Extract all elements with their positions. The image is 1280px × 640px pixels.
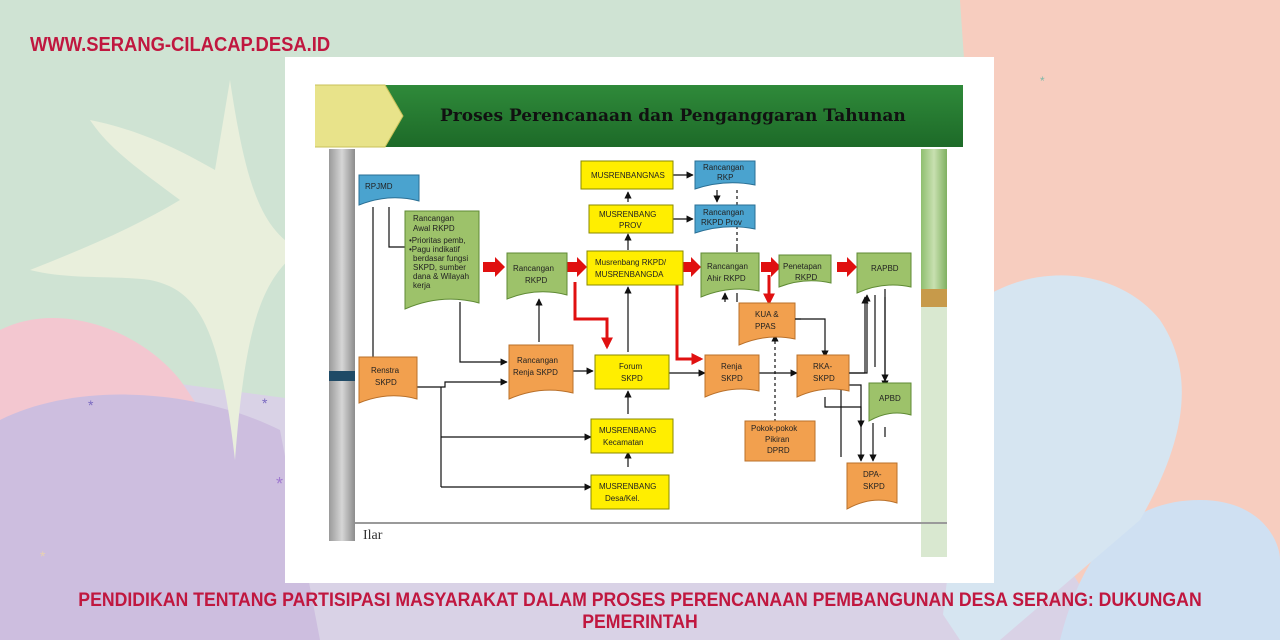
node-rancangan-ahir-rkpd[interactable]: Rancangan Ahir RKPD — [700, 252, 760, 298]
left-rail — [329, 149, 355, 371]
node-apbd[interactable]: APBD — [868, 382, 912, 422]
node-rapbd[interactable]: RAPBD — [856, 252, 912, 294]
svg-text:RKPD: RKPD — [525, 276, 547, 285]
svg-text:PROV: PROV — [619, 221, 642, 230]
svg-text:Kecamatan: Kecamatan — [603, 438, 643, 447]
svg-text:SKPD: SKPD — [721, 374, 743, 383]
footer-label: Ilar — [363, 528, 383, 543]
svg-text:Ahir RKPD: Ahir RKPD — [707, 274, 746, 283]
node-rka-skpd[interactable]: RKA- SKPD — [796, 354, 850, 398]
svg-text:MUSRENBANG: MUSRENBANG — [599, 426, 656, 435]
red-flow-arrows — [483, 257, 857, 365]
svg-text:RKP: RKP — [717, 173, 733, 182]
svg-text:RAPBD: RAPBD — [871, 264, 899, 273]
svg-text:Forum: Forum — [619, 362, 642, 371]
svg-text:Pikiran: Pikiran — [765, 435, 789, 444]
diagram-title: Proses Perencanaan dan Penganggaran Tahu… — [440, 106, 906, 126]
right-rail-divider — [921, 289, 947, 307]
node-musrenbang-kecamatan[interactable]: MUSRENBANG Kecamatan — [590, 418, 674, 454]
svg-text:DPRD: DPRD — [767, 446, 790, 455]
node-rancangan-rkp[interactable]: Rancangan RKP — [694, 160, 756, 190]
svg-text:SKPD: SKPD — [621, 374, 643, 383]
node-musrenbang-prov[interactable]: MUSRENBANG PROV — [588, 204, 674, 234]
svg-text:Rancangan: Rancangan — [513, 264, 554, 273]
right-rail-lower — [921, 307, 947, 557]
svg-text:Rancangan: Rancangan — [707, 262, 748, 271]
svg-text:kerja: kerja — [413, 281, 431, 290]
svg-text:MUSRENBANG: MUSRENBANG — [599, 210, 656, 219]
svg-text:RKA-: RKA- — [813, 362, 832, 371]
node-rancangan-rkpd[interactable]: Rancangan RKPD — [506, 252, 568, 300]
site-url[interactable]: WWW.SERANG-CILACAP.DESA.ID — [30, 34, 331, 56]
node-rancangan-rkpd-prov[interactable]: Rancangan RKPD Prov — [694, 204, 756, 234]
svg-text:RPJMD: RPJMD — [365, 182, 393, 191]
star-decoration: * — [88, 397, 94, 413]
svg-text:berdasar fungsi: berdasar fungsi — [413, 254, 468, 263]
svg-text:Penetapan: Penetapan — [783, 262, 822, 271]
svg-text:Rancangan: Rancangan — [703, 208, 744, 217]
svg-text:Rancangan: Rancangan — [413, 214, 454, 223]
svg-text:RKPD Prov: RKPD Prov — [701, 218, 742, 227]
svg-text:Renja SKPD: Renja SKPD — [513, 368, 558, 377]
svg-text:Musrenbang RKPD/: Musrenbang RKPD/ — [595, 258, 667, 267]
star-decoration: * — [1040, 74, 1045, 88]
svg-text:Awal RKPD: Awal RKPD — [413, 224, 455, 233]
left-rail-divider — [329, 371, 355, 381]
node-kua-ppas[interactable]: KUA & PPAS — [738, 302, 796, 346]
star-decoration: * — [40, 548, 46, 564]
svg-text:SKPD: SKPD — [813, 374, 835, 383]
svg-text:Renstra: Renstra — [371, 366, 400, 375]
node-rancangan-awal-rkpd[interactable]: Rancangan Awal RKPD •Prioritas pemb, •Pa… — [404, 210, 480, 310]
article-caption[interactable]: PENDIDIKAN TENTANG PARTISIPASI MASYARAKA… — [78, 590, 1202, 633]
svg-text:Pokok-pokok: Pokok-pokok — [751, 424, 798, 433]
svg-text:PPAS: PPAS — [755, 322, 776, 331]
svg-text:SKPD: SKPD — [375, 378, 397, 387]
svg-text:Rancangan: Rancangan — [703, 163, 744, 172]
svg-text:Renja: Renja — [721, 362, 742, 371]
svg-text:SKPD: SKPD — [863, 482, 885, 491]
node-renja-skpd[interactable]: Renja SKPD — [704, 354, 760, 398]
svg-text:•Prioritas pemb,: •Prioritas pemb, — [409, 236, 466, 245]
svg-text:RKPD: RKPD — [795, 273, 817, 282]
node-musrenbang-desa[interactable]: MUSRENBANG Desa/Kel. — [590, 474, 670, 510]
svg-text:MUSRENBANG: MUSRENBANG — [599, 482, 656, 491]
svg-text:MUSRENBANGDA: MUSRENBANGDA — [595, 270, 664, 279]
svg-text:dana & Wilayah: dana & Wilayah — [413, 272, 469, 281]
left-rail-lower — [329, 381, 355, 541]
right-side-connectors — [795, 296, 889, 462]
node-forum-skpd[interactable]: Forum SKPD — [594, 354, 670, 390]
node-rancangan-renja-skpd[interactable]: Rancangan Renja SKPD — [508, 344, 574, 400]
svg-text:SKPD, sumber: SKPD, sumber — [413, 263, 466, 272]
node-penetapan-rkpd[interactable]: Penetapan RKPD — [778, 254, 832, 288]
node-musrenbang-rkpd[interactable]: Musrenbang RKPD/ MUSRENBANGDA — [586, 250, 684, 286]
svg-text:Rancangan: Rancangan — [517, 356, 558, 365]
svg-text:Desa/Kel.: Desa/Kel. — [605, 494, 640, 503]
diagram-card: Proses Perencanaan dan Penganggaran Tahu… — [285, 57, 994, 583]
node-rpjmd[interactable]: RPJMD — [358, 174, 420, 206]
svg-text:MUSRENBANGNAS: MUSRENBANGNAS — [591, 171, 665, 180]
svg-text:•Pagu indikatif: •Pagu indikatif — [409, 245, 461, 254]
node-dpa-skpd[interactable]: DPA- SKPD — [846, 462, 898, 510]
svg-text:KUA &: KUA & — [755, 310, 779, 319]
star-decoration: * — [276, 474, 284, 494]
title-bar: Proses Perencanaan dan Penganggaran Tahu… — [315, 84, 963, 148]
node-renstra-skpd[interactable]: Renstra SKPD — [358, 356, 418, 404]
star-decoration: * — [262, 395, 268, 411]
svg-text:APBD: APBD — [879, 394, 901, 403]
node-musrenbangnas[interactable]: MUSRENBANGNAS — [580, 160, 674, 190]
right-rail — [921, 149, 947, 289]
node-pokok-pikiran-dprd[interactable]: Pokok-pokok Pikiran DPRD — [744, 420, 816, 462]
svg-text:DPA-: DPA- — [863, 470, 882, 479]
